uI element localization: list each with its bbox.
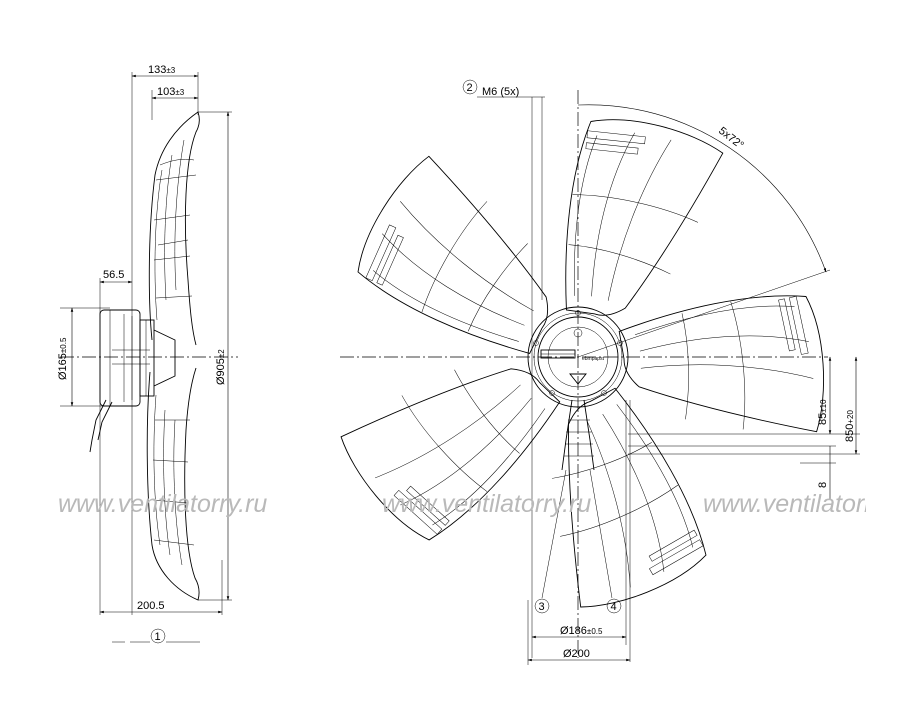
side-blade-upper bbox=[148, 111, 200, 346]
hub-brand: ebmpapst bbox=[582, 356, 605, 362]
dim-8: 8 bbox=[817, 482, 829, 488]
dim-850: 850+20 bbox=[844, 410, 856, 442]
blade-4 bbox=[340, 368, 561, 541]
angle-arc bbox=[577, 104, 827, 273]
side-view: 133±3 103±3 56.5 Ø165±0.5 Ø905±2 200.5 1 bbox=[57, 64, 238, 644]
watermark-2: www.ventilatorry.ru bbox=[382, 490, 591, 518]
blade-group bbox=[340, 119, 824, 608]
dim-diameter-165: Ø165±0.5 bbox=[57, 337, 69, 380]
dim-diameter-186: Ø186±0.5 bbox=[560, 625, 603, 637]
dim-133: 133±3 bbox=[148, 64, 176, 76]
callout-4-circle bbox=[606, 598, 622, 614]
callout-1-circle bbox=[150, 628, 166, 644]
blade-3 bbox=[551, 387, 707, 608]
side-blade-lower bbox=[146, 367, 200, 601]
dim-diameter-200: Ø200 bbox=[563, 648, 590, 660]
blade-1 bbox=[565, 119, 724, 316]
callout-2-circle bbox=[462, 79, 478, 95]
callout-3-circle bbox=[534, 598, 550, 614]
dim-85: 85±10 bbox=[817, 399, 829, 425]
callout-1: 1 bbox=[155, 631, 161, 643]
hub: ebmpapst bbox=[527, 306, 629, 471]
dim-200-5: 200.5 bbox=[137, 600, 165, 612]
callout-2: 2 bbox=[467, 82, 473, 94]
watermark-group: www.ventilatorry.ru www.ventilatorry.ru … bbox=[58, 490, 912, 518]
side-motor bbox=[89, 309, 176, 453]
blade-5 bbox=[357, 155, 549, 354]
watermark-1: www.ventilatorry.ru bbox=[58, 490, 267, 518]
dim-103: 103±3 bbox=[157, 86, 185, 98]
angle-label: 5x72° bbox=[716, 125, 746, 152]
blade-2 bbox=[618, 295, 824, 433]
dim-56-5: 56.5 bbox=[103, 269, 124, 281]
front-view: ebmpapst 2 M6 (5x) 5x72° 85±10 bbox=[340, 79, 860, 665]
m6-label: M6 (5x) bbox=[482, 86, 519, 98]
dim-diameter-905: Ø905±2 bbox=[215, 349, 227, 385]
callout-4: 4 bbox=[611, 601, 617, 613]
callout-3: 3 bbox=[539, 601, 545, 613]
watermark-mask bbox=[866, 490, 916, 520]
